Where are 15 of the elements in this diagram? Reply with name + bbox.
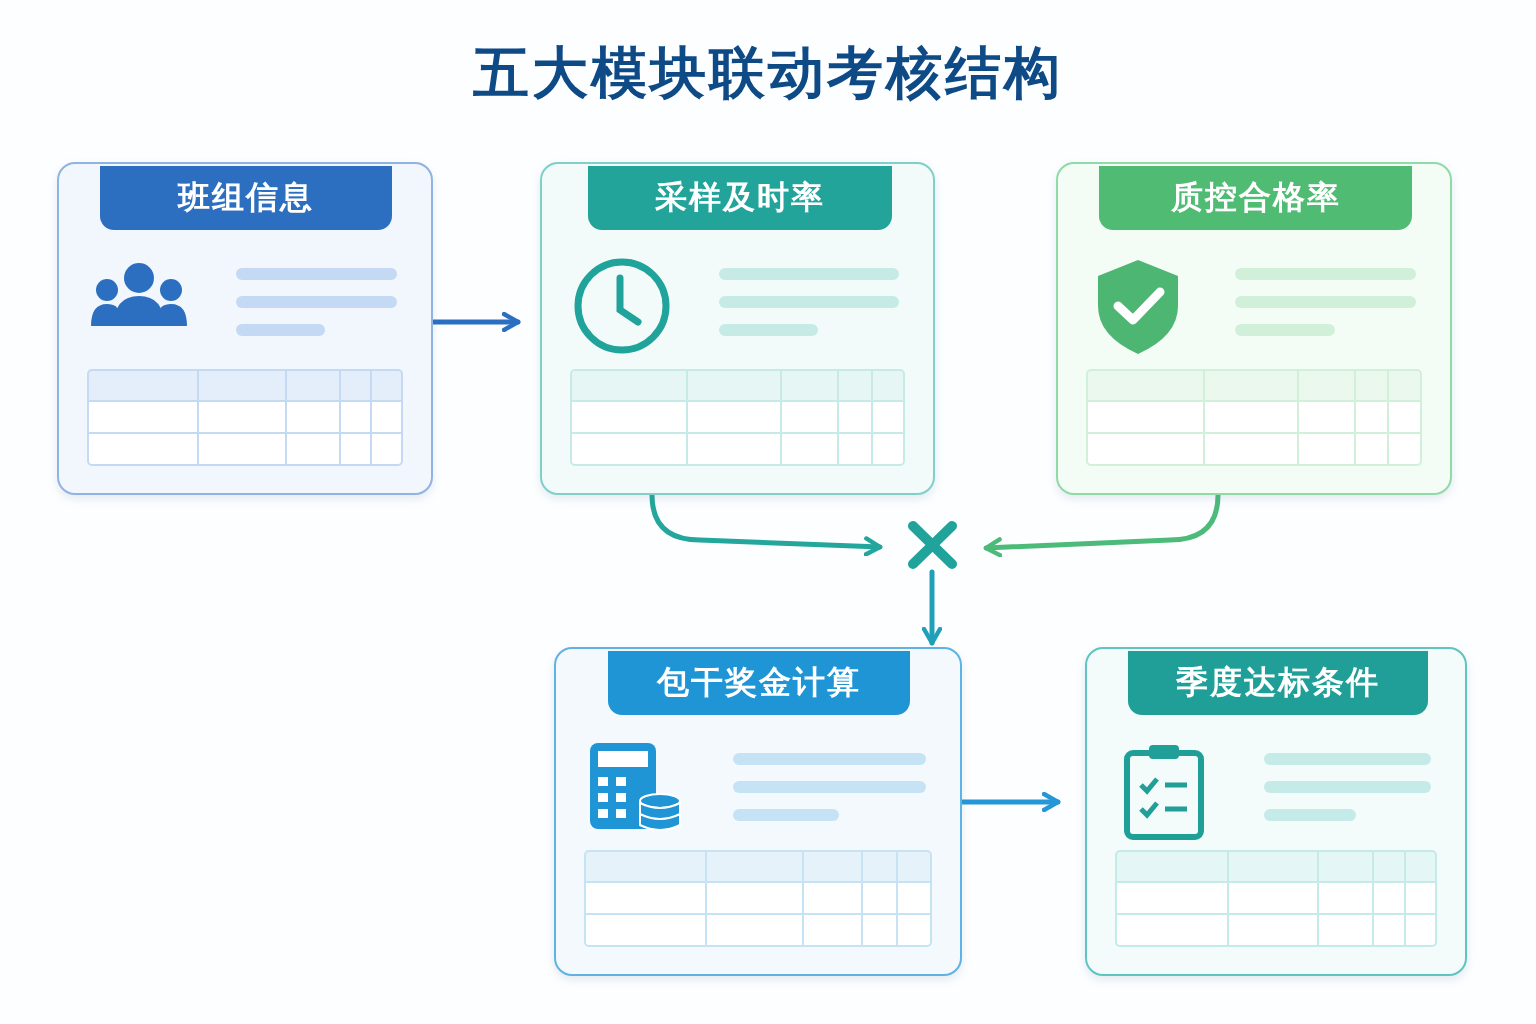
arrow xyxy=(921,569,943,646)
title: 五大模块联动考核结构 xyxy=(472,39,1064,107)
arrow xyxy=(983,492,1221,558)
arrow xyxy=(649,492,883,557)
header-tab: 班组信息 xyxy=(100,166,392,230)
module-card xyxy=(1056,162,1452,495)
header-tab: 季度达标条件 xyxy=(1128,651,1428,715)
module-card xyxy=(1085,647,1467,976)
module-card xyxy=(540,162,935,495)
module-card xyxy=(554,647,962,976)
module-card xyxy=(57,162,433,495)
header-tab: 采样及时率 xyxy=(588,166,892,230)
multiply-sign xyxy=(905,520,960,570)
header-tab: 包干奖金计算 xyxy=(608,651,910,715)
header-tab: 质控合格率 xyxy=(1099,166,1412,230)
